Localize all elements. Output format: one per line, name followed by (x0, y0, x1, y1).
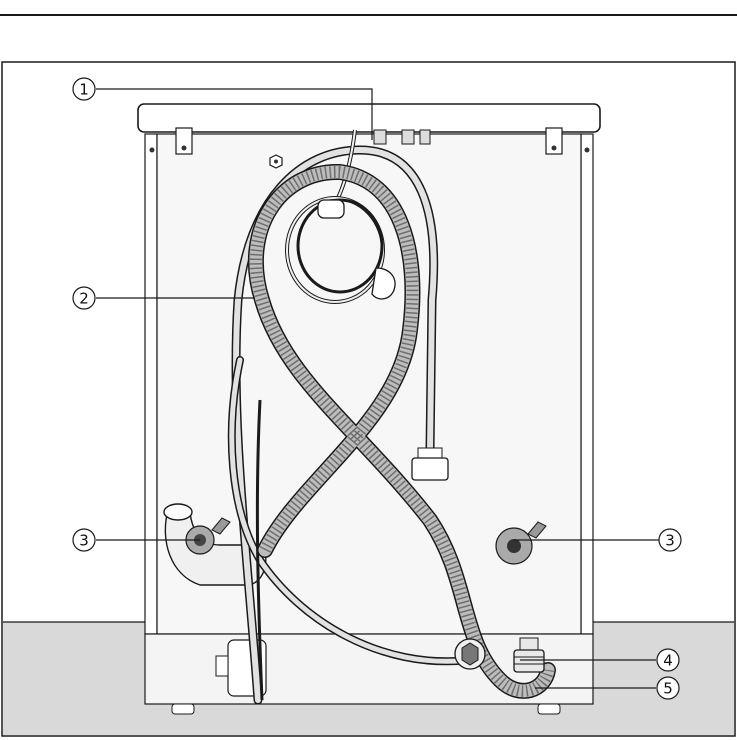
bracket-right (546, 128, 562, 154)
callout-5: 5 (657, 677, 679, 699)
side-panel-left (145, 134, 157, 634)
svg-text:2: 2 (79, 290, 89, 308)
svg-text:1: 1 (79, 81, 89, 99)
callout-4: 4 (657, 649, 679, 671)
side-panel-right (581, 134, 593, 634)
foot-left (172, 704, 194, 714)
callout-3-right: 3 (659, 529, 681, 551)
callout-1: 1 (73, 78, 95, 100)
foot-right (538, 704, 560, 714)
svg-text:3: 3 (79, 532, 89, 550)
drain-connector (455, 639, 485, 669)
worktop (138, 104, 600, 132)
bracket-left (176, 128, 192, 154)
svg-text:3: 3 (665, 532, 675, 550)
svg-text:5: 5 (663, 680, 673, 698)
callout-3-left: 3 (73, 529, 95, 551)
callout-2: 2 (73, 287, 95, 309)
svg-text:4: 4 (663, 652, 673, 670)
